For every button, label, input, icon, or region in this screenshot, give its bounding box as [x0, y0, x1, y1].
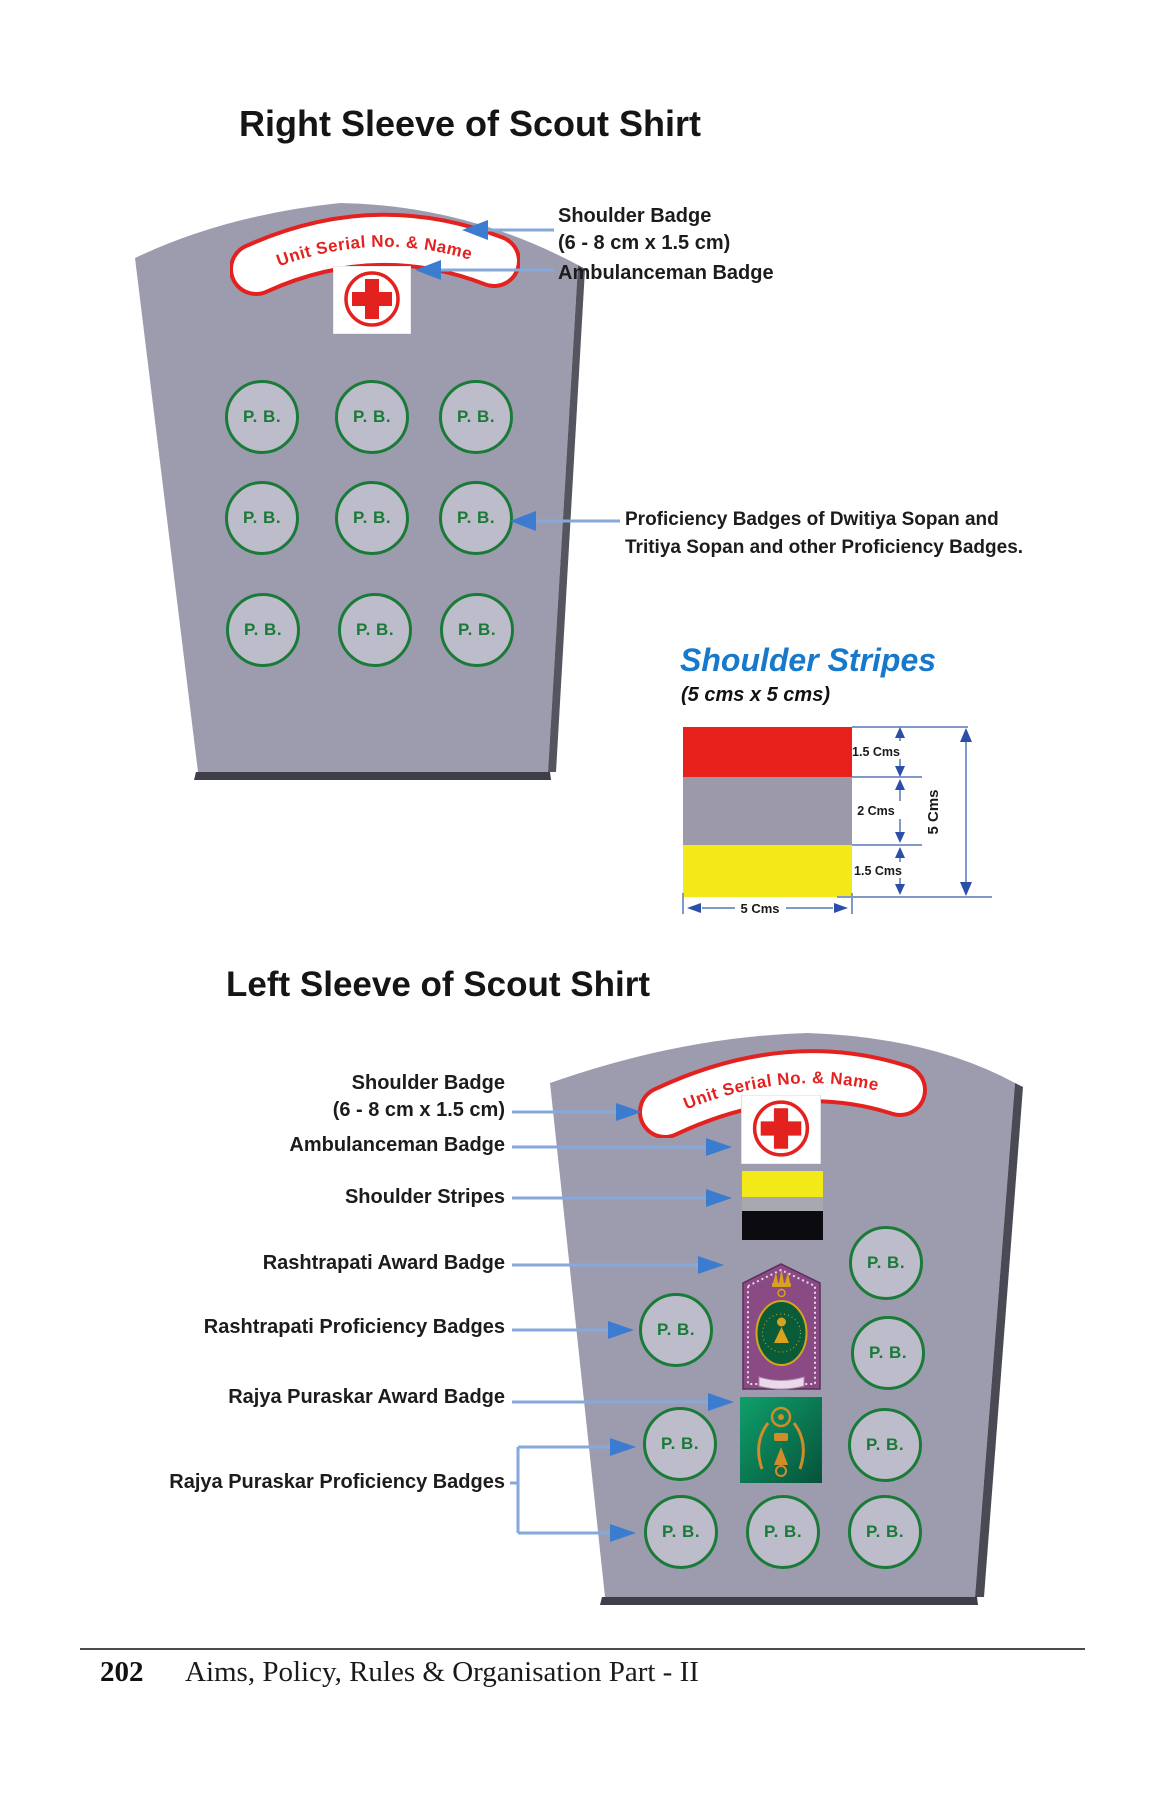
rashtrapati-proficiency-label: Rashtrapati Proficiency Badges — [203, 1316, 505, 1338]
sleeve-bottom-shadow — [600, 1597, 978, 1605]
shoulder-badge-size-label: (6 - 8 cm x 1.5 cm) — [558, 232, 731, 254]
proficiency-badge-circle: P. B. — [746, 1495, 820, 1569]
sleeve-bottom-shadow — [194, 772, 551, 780]
shoulder-badge-label: Shoulder Badge (6 - 8 cm x 1.5 cm) — [333, 1070, 505, 1124]
shoulder-badge-label-line1: Shoulder Badge — [351, 1072, 505, 1094]
proficiency-badge-circle: P. B. — [848, 1408, 922, 1482]
proficiency-badge-circle: P. B. — [225, 481, 299, 555]
page-number: 202 — [100, 1656, 144, 1688]
shoulder-stripes-title: Shoulder Stripes — [680, 642, 937, 678]
proficiency-badge-circle: P. B. — [643, 1407, 717, 1481]
proficiency-badge-circle: P. B. — [335, 380, 409, 454]
sleeve-right-shadow — [975, 1083, 1023, 1597]
proficiency-badge-circle: P. B. — [439, 380, 513, 454]
proficiency-badge-circle: P. B. — [225, 380, 299, 454]
rashtrapati-award-badge — [742, 1263, 821, 1390]
left-sleeve-title: Left Sleeve of Scout Shirt — [226, 965, 650, 1004]
dim-label-top: 1.5 Cms — [852, 745, 900, 759]
stripe-gray — [683, 777, 852, 845]
worn-stripe-black — [742, 1211, 823, 1240]
footer-book-title: Aims, Policy, Rules & Organisation Part … — [185, 1656, 699, 1688]
footer-divider — [80, 1648, 1085, 1650]
proficiency-label-line2: Tritiya Sopan and other Proficiency Badg… — [625, 537, 1024, 558]
worn-stripe-yellow — [742, 1171, 823, 1197]
shoulder-badge-label: Shoulder Badge (6 - 8 cm x 1.5 cm) — [558, 203, 730, 257]
proficiency-badge-circle: P. B. — [338, 593, 412, 667]
stripe-red — [683, 727, 852, 777]
red-cross-icon — [333, 266, 411, 334]
proficiency-badge-circle: P. B. — [226, 593, 300, 667]
dim-label-width: 5 Cms — [740, 901, 779, 916]
shoulder-badge-size-label: (6 - 8 cm x 1.5 cm) — [332, 1099, 505, 1121]
rajya-puraskar-proficiency-label: Rajya Puraskar Proficiency Badges — [169, 1471, 505, 1493]
proficiency-badge-circle: P. B. — [851, 1316, 925, 1390]
dim-label-middle: 2 Cms — [857, 804, 895, 818]
proficiency-label-line1: Proficiency Badges of Dwitiya Sopan and — [625, 509, 999, 530]
ambulanceman-badge-label: Ambulanceman Badge — [289, 1134, 505, 1156]
ambulanceman-badge-label: Ambulanceman Badge — [558, 262, 774, 284]
proficiency-badge-circle: P. B. — [849, 1226, 923, 1300]
rajya-puraskar-award-label: Rajya Puraskar Award Badge — [228, 1386, 505, 1408]
red-cross-icon — [741, 1095, 821, 1164]
proficiency-badge-circle: P. B. — [848, 1495, 922, 1569]
dim-label-bottom: 1.5 Cms — [854, 864, 902, 878]
stripe-yellow — [683, 845, 852, 897]
worn-stripe-gray — [742, 1197, 823, 1211]
rajya-puraskar-award-badge — [740, 1397, 822, 1483]
shoulder-badge-label-line1: Shoulder Badge — [558, 205, 712, 227]
proficiency-badge-circle: P. B. — [644, 1495, 718, 1569]
sleeve-right-shadow — [548, 265, 585, 772]
unit-serial-banner: Unit Serial No. & Name — [638, 1049, 927, 1138]
proficiency-badge-circle: P. B. — [639, 1293, 713, 1367]
proficiency-badge-circle: P. B. — [440, 593, 514, 667]
proficiency-badge-circle: P. B. — [439, 481, 513, 555]
shoulder-stripes-subtitle: (5 cms x 5 cms) — [681, 684, 830, 706]
proficiency-badges-label: Proficiency Badges of Dwitiya Sopan and … — [625, 506, 1023, 562]
unit-serial-banner: Unit Serial No. & Name — [230, 212, 520, 296]
dim-label-height: 5 Cms — [925, 789, 942, 834]
rashtrapati-award-label: Rashtrapati Award Badge — [262, 1252, 505, 1274]
right-sleeve-title: Right Sleeve of Scout Shirt — [238, 103, 702, 144]
shoulder-stripes-label: Shoulder Stripes — [344, 1186, 505, 1208]
proficiency-badge-circle: P. B. — [335, 481, 409, 555]
